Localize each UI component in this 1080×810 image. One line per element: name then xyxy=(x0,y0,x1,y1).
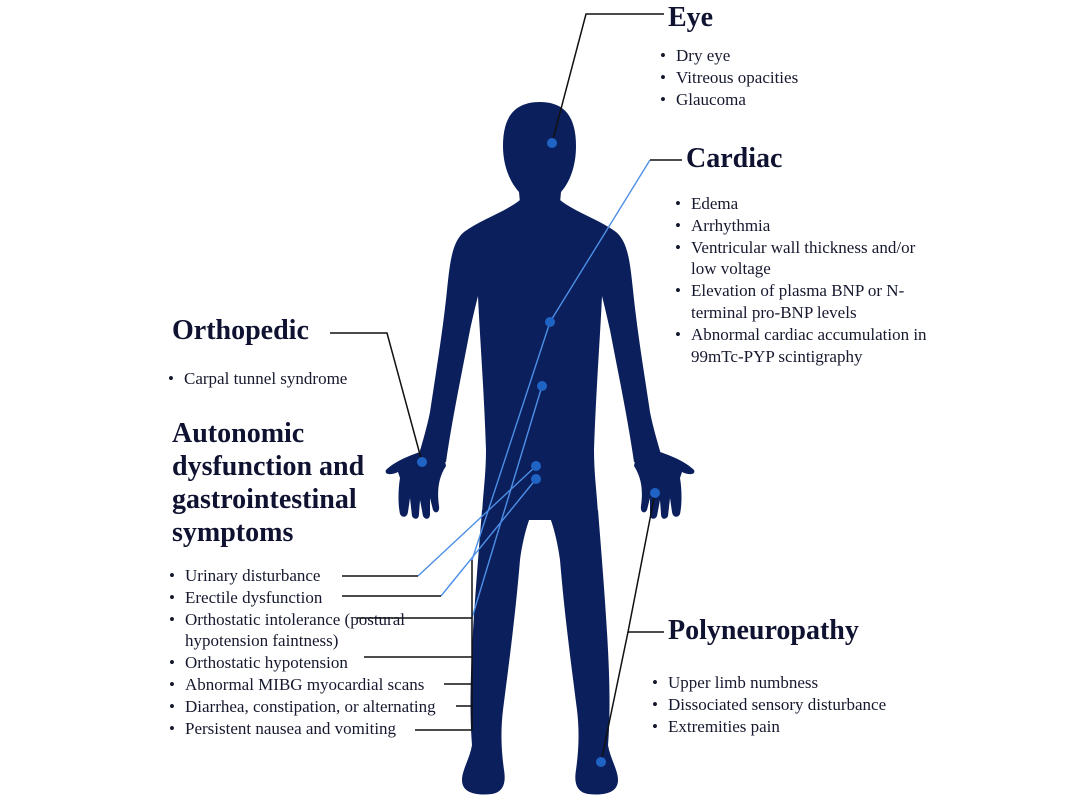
human-body-silhouette xyxy=(385,102,695,795)
orthopedic-heading: Orthopedic xyxy=(172,315,309,346)
marker-cardiac xyxy=(545,317,555,327)
torso xyxy=(418,200,662,520)
list-item: Elevation of plasma BNP or N-terminal pr… xyxy=(675,280,935,324)
autonomic-symptom-list: Urinary disturbance Erectile dysfunction… xyxy=(169,565,459,739)
list-item: Dry eye xyxy=(660,45,798,67)
polyneuropathy-symptom-list: Upper limb numbness Dissociated sensory … xyxy=(652,672,886,737)
list-item: Abnormal cardiac accumulation in 99mTc-P… xyxy=(675,324,935,368)
cardiac-symptom-list: Edema Arrhythmia Ventricular wall thickn… xyxy=(675,193,935,367)
list-item: Abnormal MIBG myocardial scans xyxy=(169,674,459,696)
list-item: Carpal tunnel syndrome xyxy=(168,368,347,390)
right-hand xyxy=(634,452,695,519)
list-item: Orthostatic intolerance (postural hypote… xyxy=(169,609,435,653)
list-item: Edema xyxy=(675,193,935,215)
marker-eye xyxy=(547,138,557,148)
eye-symptom-list: Dry eye Vitreous opacities Glaucoma xyxy=(660,45,798,110)
leader-eye xyxy=(551,13,664,144)
head-and-neck xyxy=(503,102,576,203)
marker-left-wrist xyxy=(417,457,427,467)
list-item: Diarrhea, constipation, or alternating xyxy=(169,696,459,718)
list-item: Extremities pain xyxy=(652,716,886,738)
marker-pelvis-lower xyxy=(531,474,541,484)
cardiac-heading: Cardiac xyxy=(686,143,783,174)
marker-abdomen xyxy=(537,381,547,391)
leader-polyneuropathy-foot xyxy=(600,631,629,763)
right-leg xyxy=(542,500,618,795)
polyneuropathy-heading: Polyneuropathy xyxy=(668,615,859,646)
list-item: Glaucoma xyxy=(660,89,798,111)
left-leg xyxy=(462,500,538,795)
left-hand xyxy=(385,452,446,519)
list-item: Vitreous opacities xyxy=(660,67,798,89)
list-item: Erectile dysfunction xyxy=(169,587,459,609)
list-item: Dissociated sensory disturbance xyxy=(652,694,886,716)
leader-light-urinary xyxy=(417,465,537,577)
orthopedic-symptom-list: Carpal tunnel syndrome xyxy=(168,368,347,390)
list-item: Upper limb numbness xyxy=(652,672,886,694)
list-item: Ventricular wall thickness and/or low vo… xyxy=(675,237,935,281)
list-item: Orthostatic hypotension xyxy=(169,652,459,674)
marker-right-foot xyxy=(596,757,606,767)
leader-light-autonomic-1 xyxy=(471,385,543,619)
marker-pelvis-upper xyxy=(531,461,541,471)
marker-right-hand xyxy=(650,488,660,498)
list-item: Arrhythmia xyxy=(675,215,935,237)
leader-light-cardiac xyxy=(549,159,651,323)
autonomic-heading: Autonomic dysfunction and gastrointestin… xyxy=(172,418,365,548)
leader-polyneuropathy xyxy=(627,492,664,633)
eye-heading: Eye xyxy=(668,2,714,33)
list-item: Urinary disturbance xyxy=(169,565,459,587)
leader-orthopedic xyxy=(330,332,423,463)
list-item: Persistent nausea and vomiting xyxy=(169,718,459,740)
leader-light-autonomic-2 xyxy=(471,321,551,561)
